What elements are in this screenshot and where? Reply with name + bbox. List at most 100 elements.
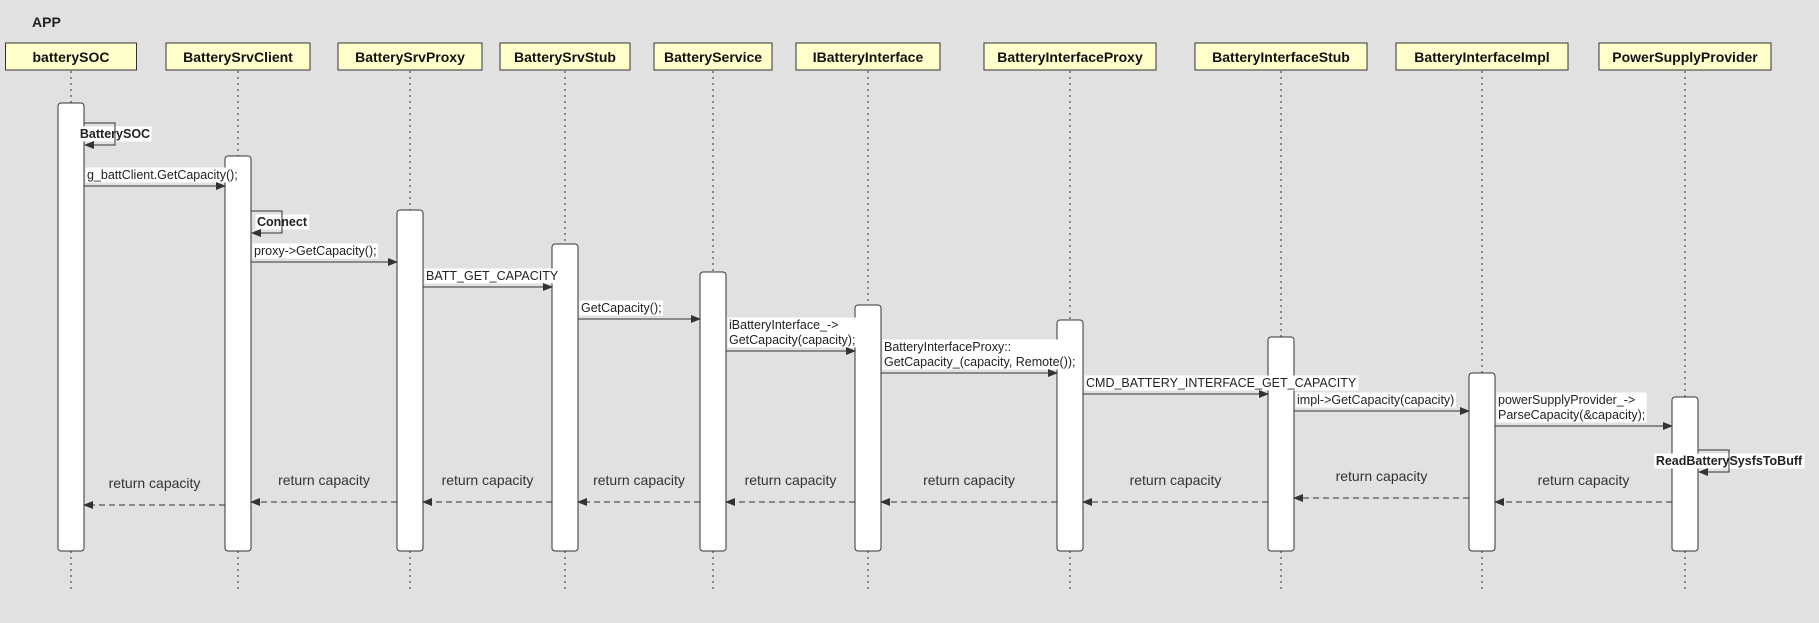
participant-battery-interface-proxy[interactable]: BatteryInterfaceProxy [983, 42, 1157, 71]
message-label: BATT_GET_CAPACITY [426, 269, 559, 283]
participant-box [983, 42, 1157, 71]
message-label: CMD_BATTERY_INTERFACE_GET_CAPACITY [1086, 376, 1357, 390]
return-7: return capacity [422, 472, 552, 506]
message-label: ParseCapacity(&capacity); [1498, 408, 1645, 422]
message-label: BatterySOC [80, 127, 150, 141]
message-9: CMD_BATTERY_INTERFACE_GET_CAPACITY [1083, 375, 1359, 398]
participant-battery-soc[interactable]: batterySOC [5, 42, 137, 71]
return-label: return capacity [923, 472, 1015, 488]
participant-label: IBatteryInterface [813, 49, 924, 65]
message-label-background [1295, 392, 1456, 408]
participant-label: BatterySrvStub [514, 49, 616, 65]
return-9: return capacity [83, 475, 225, 509]
self-call-arrow [1698, 449, 1730, 476]
participant-box [1598, 42, 1772, 71]
participant-box [165, 42, 311, 71]
message-label: BatteryInterfaceProxy:: [884, 340, 1011, 354]
message-label: Connect [257, 215, 308, 229]
participant-box [1194, 42, 1368, 71]
self-call-arrow [251, 210, 283, 237]
participant-label: BatteryService [664, 49, 762, 65]
message-label-background [85, 167, 240, 183]
participant-label: BatterySrvProxy [355, 49, 465, 65]
activation-battery-interface-proxy [1056, 319, 1084, 552]
participant-label: BatteryInterfaceProxy [997, 49, 1143, 65]
message-label-background [882, 339, 1077, 370]
system-label: APP [32, 14, 61, 30]
participant-battery-srv-proxy[interactable]: BatterySrvProxy [337, 42, 483, 71]
message-label: GetCapacity(); [581, 301, 662, 315]
return-6: return capacity [577, 472, 700, 506]
message-label-background [579, 300, 664, 316]
message-2: g_battClient.GetCapacity(); [84, 167, 240, 190]
message-label-background [424, 268, 561, 284]
message-12: ReadBatterySysfsToBuff [1654, 449, 1805, 476]
message-label: g_battClient.GetCapacity(); [87, 168, 238, 182]
participant-box [795, 42, 941, 71]
return-label: return capacity [593, 472, 685, 488]
activation-battery-service [699, 271, 727, 552]
message-label-background [1496, 392, 1647, 423]
message-8: BatteryInterfaceProxy::GetCapacity_(capa… [881, 339, 1077, 377]
messages: BatterySOC g_battClient.GetCapacity(); Con… [78, 122, 1805, 476]
message-label-background [727, 317, 857, 348]
return-label: return capacity [442, 472, 534, 488]
activation-battery-interface-impl [1468, 372, 1496, 552]
message-label-background [252, 243, 379, 259]
participant-battery-interface-stub[interactable]: BatteryInterfaceStub [1194, 42, 1368, 71]
activation-battery-srv-client [224, 155, 252, 552]
participant-label: BatteryInterfaceImpl [1414, 49, 1549, 65]
lifelines [70, 71, 1686, 592]
participant-label: BatterySrvClient [183, 49, 293, 65]
return-label: return capacity [1130, 472, 1222, 488]
message-label: GetCapacity(capacity); [729, 333, 855, 347]
message-label: iBatteryInterface_-> [729, 318, 838, 332]
message-label: powerSupplyProvider_-> [1498, 393, 1635, 407]
message-label: impl->GetCapacity(capacity) [1297, 393, 1454, 407]
activation-ibattery-interface [854, 304, 882, 552]
return-2: return capacity [1293, 468, 1469, 502]
message-label: ReadBatterySysfsToBuff [1656, 454, 1803, 468]
message-label: proxy->GetCapacity(); [254, 244, 377, 258]
return-1: return capacity [1494, 472, 1672, 506]
message-label: GetCapacity_(capacity, Remote()); [884, 355, 1076, 369]
message-11: powerSupplyProvider_->ParseCapacity(&cap… [1495, 392, 1673, 430]
message-label-background [1084, 375, 1359, 391]
participant-battery-interface-impl[interactable]: BatteryInterfaceImpl [1395, 42, 1569, 71]
message-4: proxy->GetCapacity(); [251, 243, 398, 266]
participant-battery-srv-client[interactable]: BatterySrvClient [165, 42, 311, 71]
activations [57, 102, 1699, 552]
return-5: return capacity [725, 472, 855, 506]
message-7: iBatteryInterface_->GetCapacity(capacity… [726, 317, 857, 355]
message-5: BATT_GET_CAPACITY [423, 268, 561, 291]
message-3: Connect [251, 210, 310, 237]
activation-power-supply-provider [1671, 396, 1699, 552]
activation-battery-srv-stub [551, 243, 579, 552]
participant-box [499, 42, 631, 71]
participant-label: PowerSupplyProvider [1612, 49, 1758, 65]
participant-box [653, 42, 773, 71]
participant-battery-srv-stub[interactable]: BatterySrvStub [499, 42, 631, 71]
message-10: impl->GetCapacity(capacity) [1294, 392, 1470, 415]
returns: return capacity return capacity return cap… [83, 468, 1672, 509]
participant-label: batterySOC [32, 49, 109, 65]
return-8: return capacity [250, 472, 397, 506]
participant-headers: batterySOC BatterySrvClient BatterySrvProx… [5, 42, 1772, 71]
participant-battery-service[interactable]: BatteryService [653, 42, 773, 71]
return-label: return capacity [1336, 468, 1428, 484]
self-call-arrow [84, 122, 116, 149]
activation-battery-interface-stub [1267, 336, 1295, 552]
participant-label: BatteryInterfaceStub [1212, 49, 1350, 65]
participant-power-supply-provider[interactable]: PowerSupplyProvider [1598, 42, 1772, 71]
return-label: return capacity [1538, 472, 1630, 488]
return-label: return capacity [745, 472, 837, 488]
participant-box [337, 42, 483, 71]
participant-ibattery-interface[interactable]: IBatteryInterface [795, 42, 941, 71]
message-6: GetCapacity(); [578, 300, 701, 323]
message-1: BatterySOC [78, 122, 152, 149]
return-label: return capacity [278, 472, 370, 488]
participant-box [5, 42, 137, 71]
return-label: return capacity [109, 475, 201, 491]
